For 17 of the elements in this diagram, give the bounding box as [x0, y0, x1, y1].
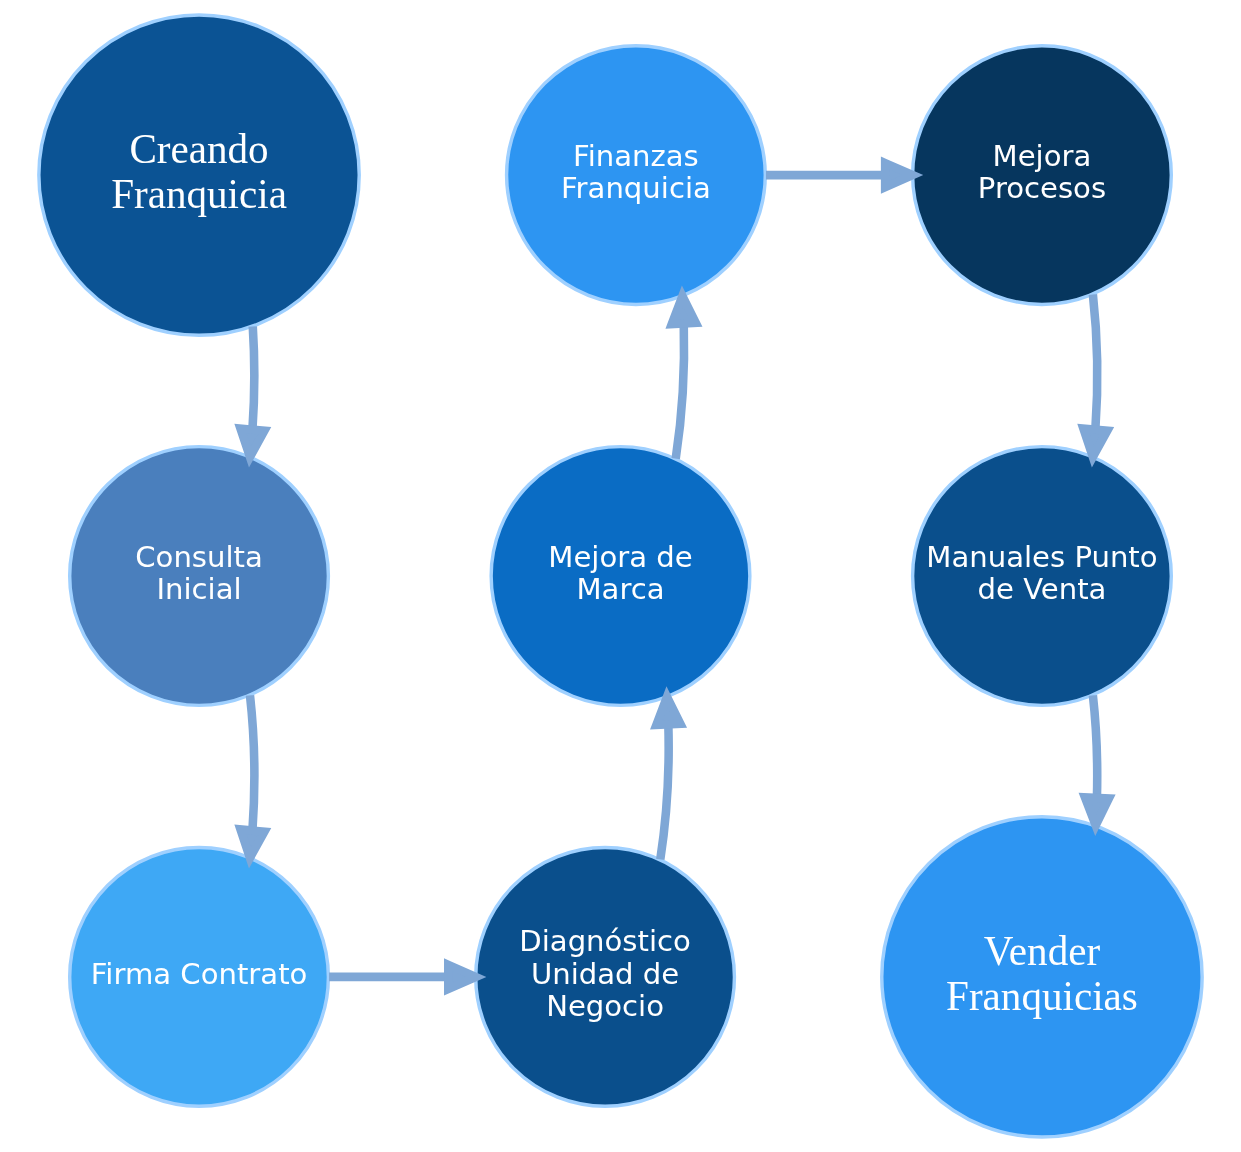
node-circle: Consulta Inicial — [67, 444, 331, 708]
arrow — [329, 958, 487, 996]
node-circle: Mejora Procesos — [910, 44, 1174, 307]
node-circle: Creando Franquicia — [37, 13, 361, 337]
arrow — [234, 694, 272, 869]
arrow — [765, 156, 924, 194]
arrow — [650, 686, 688, 861]
arrow — [234, 326, 272, 468]
arrow — [1078, 694, 1116, 836]
node-circle: Diagnóstico Unidad de Negocio — [474, 845, 737, 1108]
node-circle: Mejora de Marca — [489, 444, 752, 708]
node-circle: Manuales Punto de Venta — [910, 444, 1174, 708]
node-circle: Vender Franquicias — [880, 815, 1204, 1139]
arrow — [665, 285, 703, 460]
arrow — [1077, 294, 1115, 468]
node-circle: Finanzas Franquicia — [504, 44, 767, 307]
node-circle: Firma Contrato — [67, 845, 331, 1108]
